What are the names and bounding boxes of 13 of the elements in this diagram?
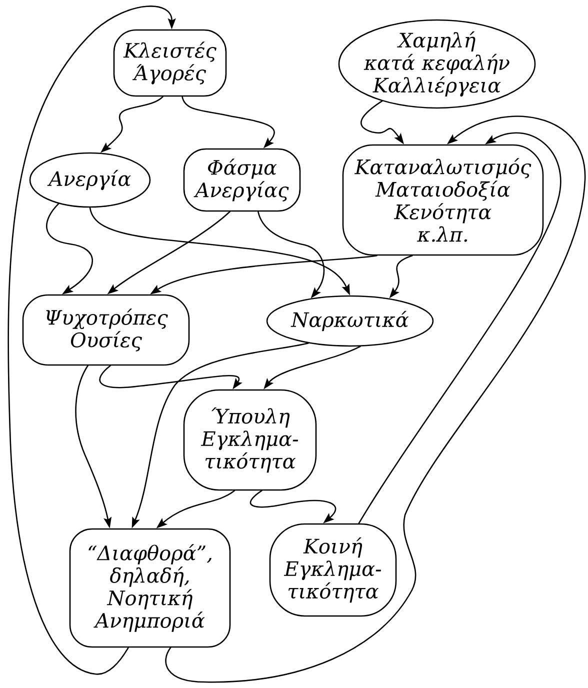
concept-bubble: Κοινή Εγκλημα- τικότητα (269, 523, 397, 617)
concept-bubble: Χαμηλή κατά κεφαλήν Καλλιέργεια (338, 19, 536, 109)
concept-bubble: Ανεργία (29, 152, 151, 208)
concept-bubble: Ύπουλη Εγκλημα- τικότητα (183, 389, 317, 491)
arrow (358, 132, 562, 524)
concept-bubble: Φάσμα Ανεργίας (183, 148, 301, 212)
concept-bubble: “Διαφθορά”, δηλαδή, Νοητική Ανημποριά (69, 528, 231, 648)
concept-bubble: Ναρκωτικά (266, 295, 434, 347)
concept-bubble: Ψυχοτρόπες Ουσίες (22, 294, 190, 366)
arrow (165, 116, 586, 683)
arrow (8, 6, 176, 675)
concept-bubble: Κλειστές Άγορές (113, 29, 227, 97)
concept-bubble: Καταναλωτισμός Ματαιοδοξία Κενότητα κ.λπ. (342, 144, 544, 256)
